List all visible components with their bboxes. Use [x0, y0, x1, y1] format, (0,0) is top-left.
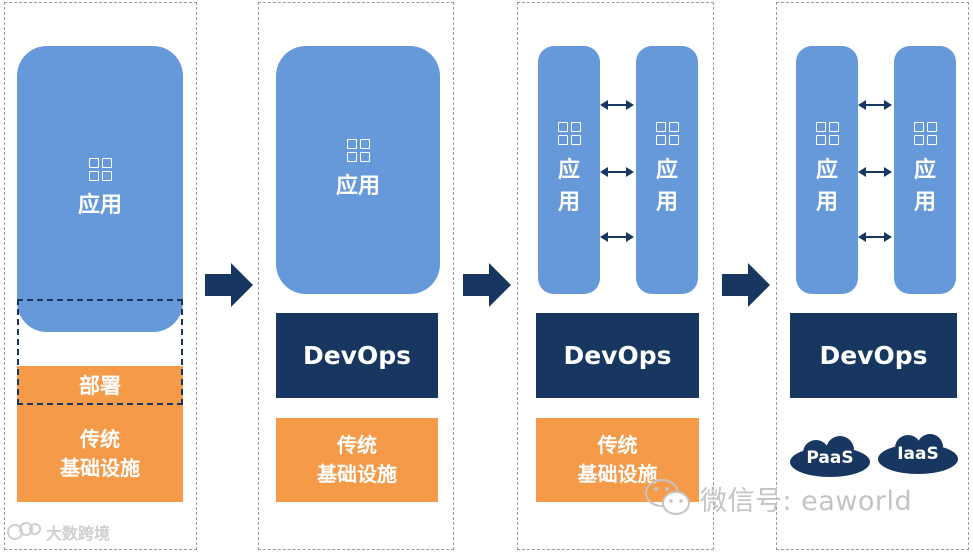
deploy-block: 部署 — [17, 366, 183, 406]
double-arrow-icon — [600, 232, 634, 242]
app-block-stage-4-left: 应用 — [796, 46, 858, 294]
deploy-label: 部署 — [79, 373, 121, 398]
traditional-infra-block-stage-3: 传统 基础设施 — [536, 418, 699, 502]
paas-label: PaaS — [806, 448, 854, 468]
devops-block-stage-2: DevOps — [276, 313, 438, 398]
traditional-infra-label: 传统 基础设施 — [60, 427, 140, 480]
iaas-cloud: IaaS — [876, 432, 960, 476]
brand-watermark: 大数跨境 — [6, 520, 110, 544]
wechat-logo-icon — [645, 479, 690, 515]
double-arrow-icon — [858, 167, 892, 177]
flow-arrow-icon — [722, 263, 770, 307]
grid-icon — [88, 157, 112, 181]
flow-arrow-icon — [463, 263, 511, 307]
traditional-infra-label: 传统 基础设施 — [577, 433, 658, 486]
app-block-stage-4-right: 应用 — [894, 46, 956, 294]
iaas-label: IaaS — [897, 444, 939, 464]
flow-arrow-icon — [205, 263, 253, 307]
grid-icon — [815, 121, 839, 145]
grid-icon — [346, 138, 370, 162]
traditional-infra-label: 传统 基础设施 — [317, 433, 397, 486]
app-label: 应用 — [655, 157, 678, 215]
double-arrow-icon — [600, 167, 634, 177]
app-label: 应用 — [77, 192, 122, 218]
stage-panel-1 — [4, 2, 197, 550]
cloud-icon — [790, 436, 870, 477]
traditional-infra-block-stage-1: 传统 基础设施 — [17, 406, 183, 502]
traditional-infra-block-stage-2: 传统 基础设施 — [276, 418, 438, 502]
grid-icon — [913, 121, 937, 145]
app-label: 应用 — [335, 173, 380, 199]
stage-panel-4 — [776, 2, 969, 550]
grid-icon — [557, 121, 581, 145]
app-label: 应用 — [557, 157, 580, 215]
double-arrow-icon — [858, 232, 892, 242]
app-block-stage-1: 应用 — [17, 46, 183, 332]
paas-cloud: PaaS — [788, 436, 872, 480]
devops-label: DevOps — [563, 341, 672, 370]
devops-label: DevOps — [819, 341, 928, 370]
deploy-dashed-frame — [17, 299, 183, 405]
grid-icon — [655, 121, 679, 145]
cloud-icon — [878, 434, 958, 474]
app-block-stage-3-left: 应用 — [538, 46, 600, 294]
double-arrow-icon — [600, 100, 634, 110]
brand-text: 大数跨境 — [46, 524, 111, 543]
devops-block-stage-3: DevOps — [536, 313, 699, 398]
brand-logo-icon — [7, 522, 41, 540]
app-label: 应用 — [815, 157, 838, 215]
devops-block-stage-4: DevOps — [790, 313, 957, 398]
app-label: 应用 — [913, 157, 936, 215]
wechat-watermark: 微信号: eaworld — [644, 478, 912, 518]
stage-panel-3 — [517, 2, 714, 550]
app-block-stage-3-right: 应用 — [636, 46, 698, 294]
stage-panel-2 — [258, 2, 454, 550]
wechat-id-text: 微信号: eaworld — [700, 485, 913, 517]
double-arrow-icon — [858, 100, 892, 110]
app-block-stage-2: 应用 — [276, 46, 440, 294]
devops-label: DevOps — [302, 341, 412, 370]
